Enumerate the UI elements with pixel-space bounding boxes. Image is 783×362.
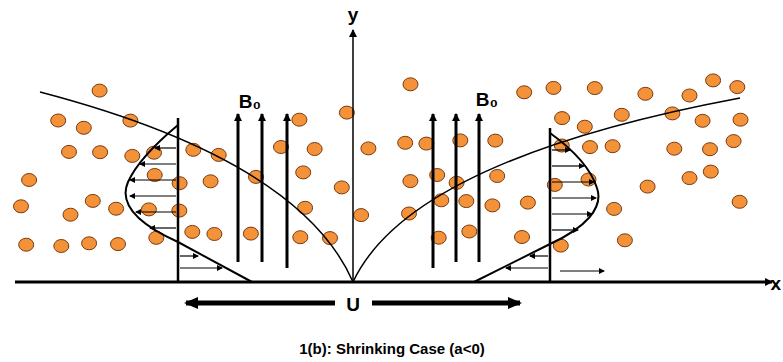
nanoparticle: [403, 175, 418, 188]
nanoparticle: [730, 81, 745, 94]
nanoparticle: [485, 199, 500, 212]
sheet-velocity-arrow: [186, 301, 335, 306]
nanoparticle: [667, 142, 682, 155]
nanoparticle: [63, 208, 78, 221]
nanoparticle: [339, 106, 354, 119]
nanoparticle: [515, 231, 530, 244]
nanoparticle: [703, 143, 718, 156]
nanoparticle: [22, 174, 37, 187]
nanoparticle: [726, 135, 741, 148]
nanoparticle: [488, 134, 503, 147]
nanoparticle: [207, 228, 222, 241]
profile-axis: [549, 128, 552, 282]
boundary-layer-edge: [353, 98, 740, 282]
nanoparticle: [14, 200, 29, 213]
velocity-profile: [474, 133, 598, 282]
nanoparticle: [185, 225, 200, 238]
nanoparticle: [695, 114, 710, 127]
nanoparticle: [172, 204, 187, 217]
nanoparticle: [296, 166, 311, 179]
nanoparticle: [92, 84, 107, 97]
nanoparticle: [85, 194, 100, 207]
nanoparticle: [577, 120, 592, 133]
nanoparticle: [583, 141, 598, 154]
axis-label: y: [348, 5, 359, 24]
boundary-layer-edge: [40, 92, 353, 282]
nanoparticle: [141, 203, 156, 216]
nanoparticle: [403, 78, 418, 91]
field-label: B₀: [239, 92, 261, 111]
nanoparticle: [298, 201, 313, 214]
nanoparticle: [398, 136, 413, 149]
nanoparticle: [354, 209, 369, 222]
magnetic-field-arrows: [238, 114, 479, 268]
nanoparticle: [292, 113, 307, 126]
nanoparticle: [462, 225, 477, 238]
nanoparticle: [82, 237, 97, 250]
nanoparticle: [614, 108, 629, 121]
nanoparticle: [125, 149, 140, 162]
nanoparticle: [638, 87, 653, 100]
nanoparticle: [172, 177, 187, 190]
nanoparticle: [517, 86, 532, 99]
velocity-profile: [126, 125, 252, 282]
sheet-velocity-arrow: [372, 301, 520, 306]
nanoparticle: [607, 202, 622, 215]
nanoparticle: [682, 89, 697, 102]
velocity-arrows: [506, 150, 604, 271]
sheet-wall: [15, 281, 772, 284]
nanoparticle: [19, 238, 34, 251]
nanoparticle: [605, 140, 620, 153]
nanoparticle: [617, 234, 632, 247]
nanoparticle: [703, 165, 718, 178]
nanoparticles: [14, 74, 749, 253]
nanoparticle: [203, 175, 218, 188]
axis-label: x: [770, 274, 781, 293]
nanoparticle: [706, 74, 721, 87]
nanoparticle: [520, 196, 535, 209]
nanoparticle: [76, 121, 91, 134]
nanoparticle: [109, 202, 124, 215]
nanoparticle: [682, 172, 697, 185]
nanoparticle: [62, 145, 77, 158]
nanoparticle: [51, 114, 66, 127]
nanoparticle: [732, 195, 747, 208]
nanoparticle: [546, 81, 561, 94]
nanoparticle: [361, 142, 376, 155]
profile-axis: [177, 118, 180, 282]
nanoparticle: [307, 143, 322, 156]
velocity-arrows: [130, 148, 222, 268]
nanoparticle: [402, 207, 417, 220]
nanoparticle: [293, 231, 308, 244]
nanoparticle: [587, 82, 602, 95]
nanoparticle: [243, 227, 258, 240]
nanoparticle: [54, 240, 69, 253]
nanoparticle: [640, 180, 655, 193]
nanoparticle: [334, 181, 349, 194]
nanoparticle: [555, 112, 570, 125]
nanoparticle: [490, 170, 505, 183]
field-label: B₀: [476, 90, 498, 109]
y-axis: [352, 30, 354, 282]
nanoparticle: [733, 113, 748, 126]
figure-caption: 1(b): Shrinking Case (a<0): [299, 341, 484, 356]
nanoparticle: [459, 195, 474, 208]
velocity-label: U: [343, 295, 363, 314]
nanoparticle: [93, 146, 108, 159]
nanoparticle: [111, 238, 126, 251]
nanoparticle: [434, 194, 449, 207]
